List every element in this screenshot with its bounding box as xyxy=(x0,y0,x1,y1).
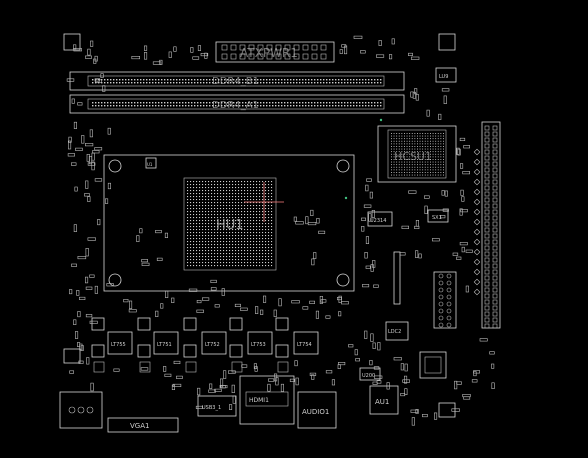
lu9-label: LU9 xyxy=(439,74,448,80)
audio-jack[interactable]: AUDIO1 xyxy=(297,391,337,429)
ddr4-a1-slot[interactable]: DDR4_A1 xyxy=(69,94,405,114)
u200-label: U200 xyxy=(362,373,375,379)
u2314-label: U2314 xyxy=(370,218,386,224)
sx1-label: SX1 xyxy=(432,215,442,221)
cpu-socket[interactable]: HU1 xyxy=(103,154,355,292)
ic-lu9: LU9 xyxy=(435,67,457,83)
super-io xyxy=(419,351,447,379)
hdmi-label: HDMI1 xyxy=(249,397,269,404)
lt755-label: LT755 xyxy=(111,342,126,348)
lt754-label: LT754 xyxy=(297,342,312,348)
vrm-inductors: LT755 LT751 LT752 LT753 LT754 xyxy=(91,317,319,373)
lt752-label: LT752 xyxy=(205,342,220,348)
atx-power-connector[interactable]: ATXPWR1 xyxy=(215,41,335,63)
lt753-label: LT753 xyxy=(251,342,266,348)
vga-port[interactable]: VGA1 xyxy=(107,417,179,433)
sata-connector[interactable] xyxy=(433,271,457,329)
cpu-label: HU1 xyxy=(216,218,244,233)
ddr4-a1-label: DDR4_A1 xyxy=(212,100,259,111)
ic-u1: U1 xyxy=(145,157,157,169)
inductor-lt752: LT752 xyxy=(201,331,227,355)
ldc2-label: LDC2 xyxy=(388,329,401,335)
inductor-lt755: LT755 xyxy=(107,331,133,355)
ddr4-b1-slot[interactable]: DDR4_B1 xyxy=(69,71,405,91)
front-panel-header[interactable] xyxy=(473,121,501,329)
passive-components xyxy=(66,35,495,426)
ic-ldc2: LDC2 xyxy=(385,321,409,341)
chipset-label: HCSU1 xyxy=(394,150,432,163)
u1-label: U1 xyxy=(147,162,153,167)
au1-label: AU1 xyxy=(375,398,389,406)
vga-label: VGA1 xyxy=(130,422,149,430)
crystal-sx1: SX1 xyxy=(427,209,449,223)
corner-fiducials xyxy=(63,33,456,418)
audio-codec: AU1 xyxy=(369,385,399,415)
lt751-label: LT751 xyxy=(157,342,172,348)
ddr4-b1-label: DDR4_B1 xyxy=(212,76,259,87)
ic-u200: U200 xyxy=(359,367,381,381)
inductor-lt753: LT753 xyxy=(247,331,273,355)
usb3-port[interactable]: USB3_1 xyxy=(197,395,237,417)
ic-u2314: U2314 xyxy=(367,211,393,227)
inductor-lt754: LT754 xyxy=(293,331,319,355)
usb-label: USB3_1 xyxy=(202,405,221,411)
audio-label: AUDIO1 xyxy=(302,408,329,416)
atx-power-label: ATXPWR1 xyxy=(240,46,298,60)
vertical-connector xyxy=(393,251,401,305)
hdmi-port[interactable]: HDMI1 xyxy=(239,375,295,425)
chipset[interactable]: HCSU1 xyxy=(377,125,457,183)
inductor-lt751: LT751 xyxy=(153,331,179,355)
usb-port[interactable] xyxy=(59,391,103,429)
